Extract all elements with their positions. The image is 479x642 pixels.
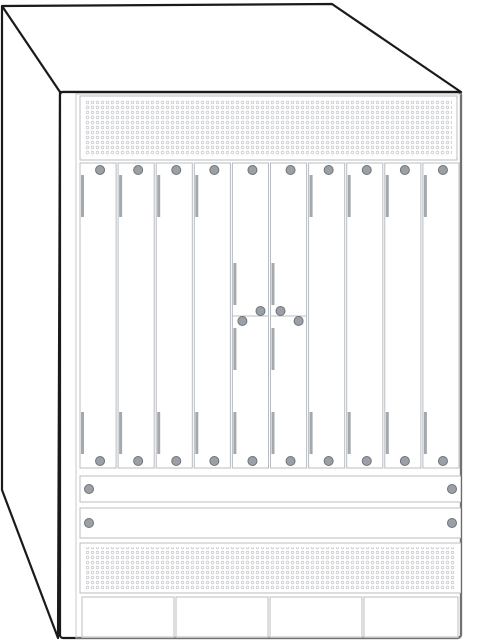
screw-icon [84, 484, 94, 494]
screw-icon [285, 456, 296, 466]
ejector-handle [195, 175, 199, 217]
screw-icon [95, 165, 106, 175]
screw-icon [447, 484, 457, 494]
screw-icon [133, 456, 144, 466]
bottom-bay-2[interactable] [175, 596, 269, 638]
ejector-handle [271, 263, 275, 305]
screw-icon [323, 456, 334, 466]
ejector-handle [233, 328, 237, 370]
screw-icon [399, 165, 410, 175]
line-card-slot-6[interactable] [270, 162, 308, 469]
screw-icon [437, 165, 448, 175]
line-card-slot-10[interactable] [422, 162, 460, 469]
screw-icon [237, 316, 248, 326]
screw-icon [209, 165, 220, 175]
line-card-slot-5[interactable] [231, 162, 269, 469]
screw-icon [447, 518, 457, 528]
ejector-handle [271, 328, 275, 370]
line-card-slots [79, 162, 460, 469]
screw-icon [361, 456, 372, 466]
ejector-handle [385, 412, 389, 454]
bottom-bay-4[interactable] [363, 596, 459, 638]
top-fan-vent [79, 95, 458, 161]
bottom-bays [81, 596, 459, 638]
card-faceplate [422, 162, 460, 469]
ejector-handle [195, 412, 199, 454]
ejector-handle [119, 412, 123, 454]
power-tray-2[interactable] [79, 507, 462, 539]
top-vent-grille [85, 100, 452, 156]
ejector-handle [157, 175, 161, 217]
line-card-slot-8[interactable] [346, 162, 384, 469]
ejector-handle [81, 175, 84, 217]
chassis-top-edge [1, 5, 61, 93]
ejector-handle [157, 412, 161, 454]
ejector-handle [233, 412, 237, 454]
bottom-fan-vent [79, 542, 462, 594]
screw-icon [255, 306, 266, 316]
screw-icon [361, 165, 372, 175]
screw-icon [285, 165, 296, 175]
screw-icon [399, 456, 410, 466]
bottom-bay-3[interactable] [269, 596, 363, 638]
power-tray-1[interactable] [79, 475, 462, 503]
bottom-bay-1[interactable] [81, 596, 175, 638]
screw-icon [247, 456, 258, 466]
screw-icon [133, 165, 144, 175]
line-card-slot-7[interactable] [308, 162, 346, 469]
card-faceplate [384, 162, 422, 469]
ejector-handle [423, 412, 427, 454]
ejector-handle [385, 175, 389, 217]
card-faceplate [346, 162, 384, 469]
ejector-handle [423, 175, 427, 217]
card-faceplate-upper [231, 162, 269, 317]
line-card-slot-2[interactable] [117, 162, 155, 469]
card-faceplate-upper [270, 162, 308, 317]
card-faceplate [155, 162, 193, 469]
card-faceplate [79, 162, 117, 469]
card-faceplate-lower [270, 315, 308, 469]
screw-icon [171, 165, 182, 175]
ejector-handle [119, 175, 123, 217]
ejector-handle [347, 412, 351, 454]
card-faceplate [193, 162, 231, 469]
line-card-slot-4[interactable] [193, 162, 231, 469]
screw-icon [84, 518, 94, 528]
line-card-slot-9[interactable] [384, 162, 422, 469]
ejector-handle [309, 412, 313, 454]
screw-icon [209, 456, 220, 466]
screw-icon [247, 165, 258, 175]
screw-icon [171, 456, 182, 466]
ejector-handle [271, 412, 275, 454]
line-card-slot-1[interactable] [79, 162, 117, 469]
ejector-handle [81, 412, 84, 454]
screw-icon [275, 306, 286, 316]
bottom-vent-grille [86, 547, 455, 589]
ejector-handle [347, 175, 351, 217]
card-faceplate-lower [231, 315, 269, 469]
ejector-handle [309, 175, 313, 217]
card-faceplate [117, 162, 155, 469]
chassis-front-inner [75, 93, 462, 639]
ejector-handle [233, 263, 237, 305]
screw-icon [293, 316, 304, 326]
screw-icon [323, 165, 334, 175]
screw-icon [95, 456, 106, 466]
card-faceplate [308, 162, 346, 469]
line-card-slot-3[interactable] [155, 162, 193, 469]
screw-icon [437, 456, 448, 466]
power-trays [79, 475, 462, 539]
